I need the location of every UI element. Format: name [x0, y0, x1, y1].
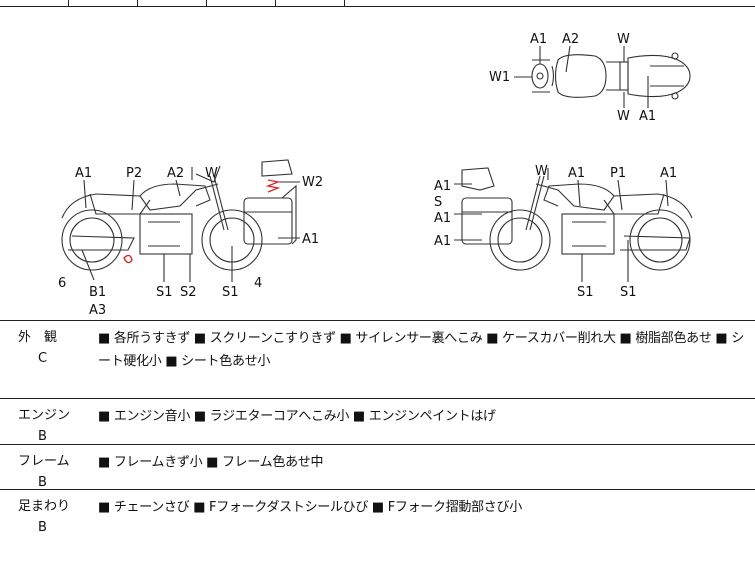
section-title: 外 観: [18, 330, 58, 345]
lv-label: W2: [302, 175, 323, 190]
right-view-motorcycle: [454, 167, 693, 282]
section-notes: ■ フレームきず小 ■ フレーム色あせ中: [98, 455, 324, 470]
section-row-engine: エンジン B ■ エンジン音小 ■ ラジエターコアへこみ小 ■ エンジンペイント…: [0, 399, 755, 445]
rv-label: W: [535, 164, 548, 179]
rv-label: S: [434, 195, 442, 210]
rv-label: S1: [620, 285, 637, 300]
section-notes: ■ 各所うすきず ■ スクリーンこすりきず ■ サイレンサー裏へこみ ■ ケース…: [98, 331, 744, 369]
rv-label: A1: [434, 234, 451, 249]
damage-diagram: A1 A2 W W1 W A1: [0, 7, 755, 321]
section-row-suspension: 足まわり B ■ チェーンさび ■ Fフォークダストシールひび ■ Fフォーク摺…: [0, 490, 755, 561]
section-label: フレーム B: [18, 451, 88, 493]
lv-label: A3: [89, 303, 106, 318]
tv-label: W: [617, 109, 630, 124]
lv-label: B1: [89, 285, 106, 300]
lv-label: S1: [222, 285, 239, 300]
tv-label: A1: [530, 32, 547, 47]
section-notes: ■ エンジン音小 ■ ラジエターコアへこみ小 ■ エンジンペイントはげ: [98, 409, 496, 424]
rv-label: S1: [577, 285, 594, 300]
lv-label: A1: [75, 166, 92, 181]
lv-label: A2: [167, 166, 184, 181]
left-view-labels: A1 P2 A2 W W2 A1 6 B1 A3 S1 S2 S1 4: [58, 166, 323, 318]
section-label: エンジン B: [18, 405, 88, 447]
section-notes: ■ チェーンさび ■ Fフォークダストシールひび ■ Fフォーク摺動部さび小: [98, 500, 522, 515]
rv-label: P1: [610, 166, 626, 181]
section-label: 外 観 C: [18, 327, 88, 369]
section-grade: C: [38, 351, 48, 366]
section-grade: B: [38, 429, 47, 444]
left-view-motorcycle: [61, 159, 300, 282]
section-grade: B: [38, 475, 47, 490]
section-row-frame: フレーム B ■ フレームきず小 ■ フレーム色あせ中: [0, 445, 755, 490]
tv-label: W1: [489, 70, 510, 85]
section-grade: B: [38, 520, 47, 535]
right-view-labels: W A1 P1 A1 A1 S A1 A1 S1 S1: [434, 164, 677, 300]
rv-label: A1: [434, 211, 451, 226]
section-title: エンジン: [18, 408, 71, 423]
lv-label: A1: [302, 232, 319, 247]
tv-label: A1: [639, 109, 656, 124]
lv-label: S2: [180, 285, 197, 300]
top-view-labels: A1 A2 W W1 W A1: [489, 32, 656, 124]
rv-label: A1: [568, 166, 585, 181]
lv-label: S1: [156, 285, 173, 300]
rv-label: A1: [434, 179, 451, 194]
lv-label: P2: [126, 166, 142, 181]
section-title: 足まわり: [18, 499, 71, 514]
lv-label: 4: [254, 276, 262, 291]
section-title: フレーム: [18, 454, 70, 469]
lv-label: 6: [58, 276, 66, 291]
top-view-motorcycle: [514, 45, 691, 108]
header-table-edge: [0, 0, 755, 7]
left-view-damage-marks: [123, 179, 281, 264]
lv-label: W: [205, 166, 218, 181]
tv-label: A2: [562, 32, 579, 47]
section-row-exterior: 外 観 C ■ 各所うすきず ■ スクリーンこすりきず ■ サイレンサー裏へこみ…: [0, 321, 755, 399]
section-label: 足まわり B: [18, 496, 88, 538]
rv-label: A1: [660, 166, 677, 181]
tv-label: W: [617, 32, 630, 47]
